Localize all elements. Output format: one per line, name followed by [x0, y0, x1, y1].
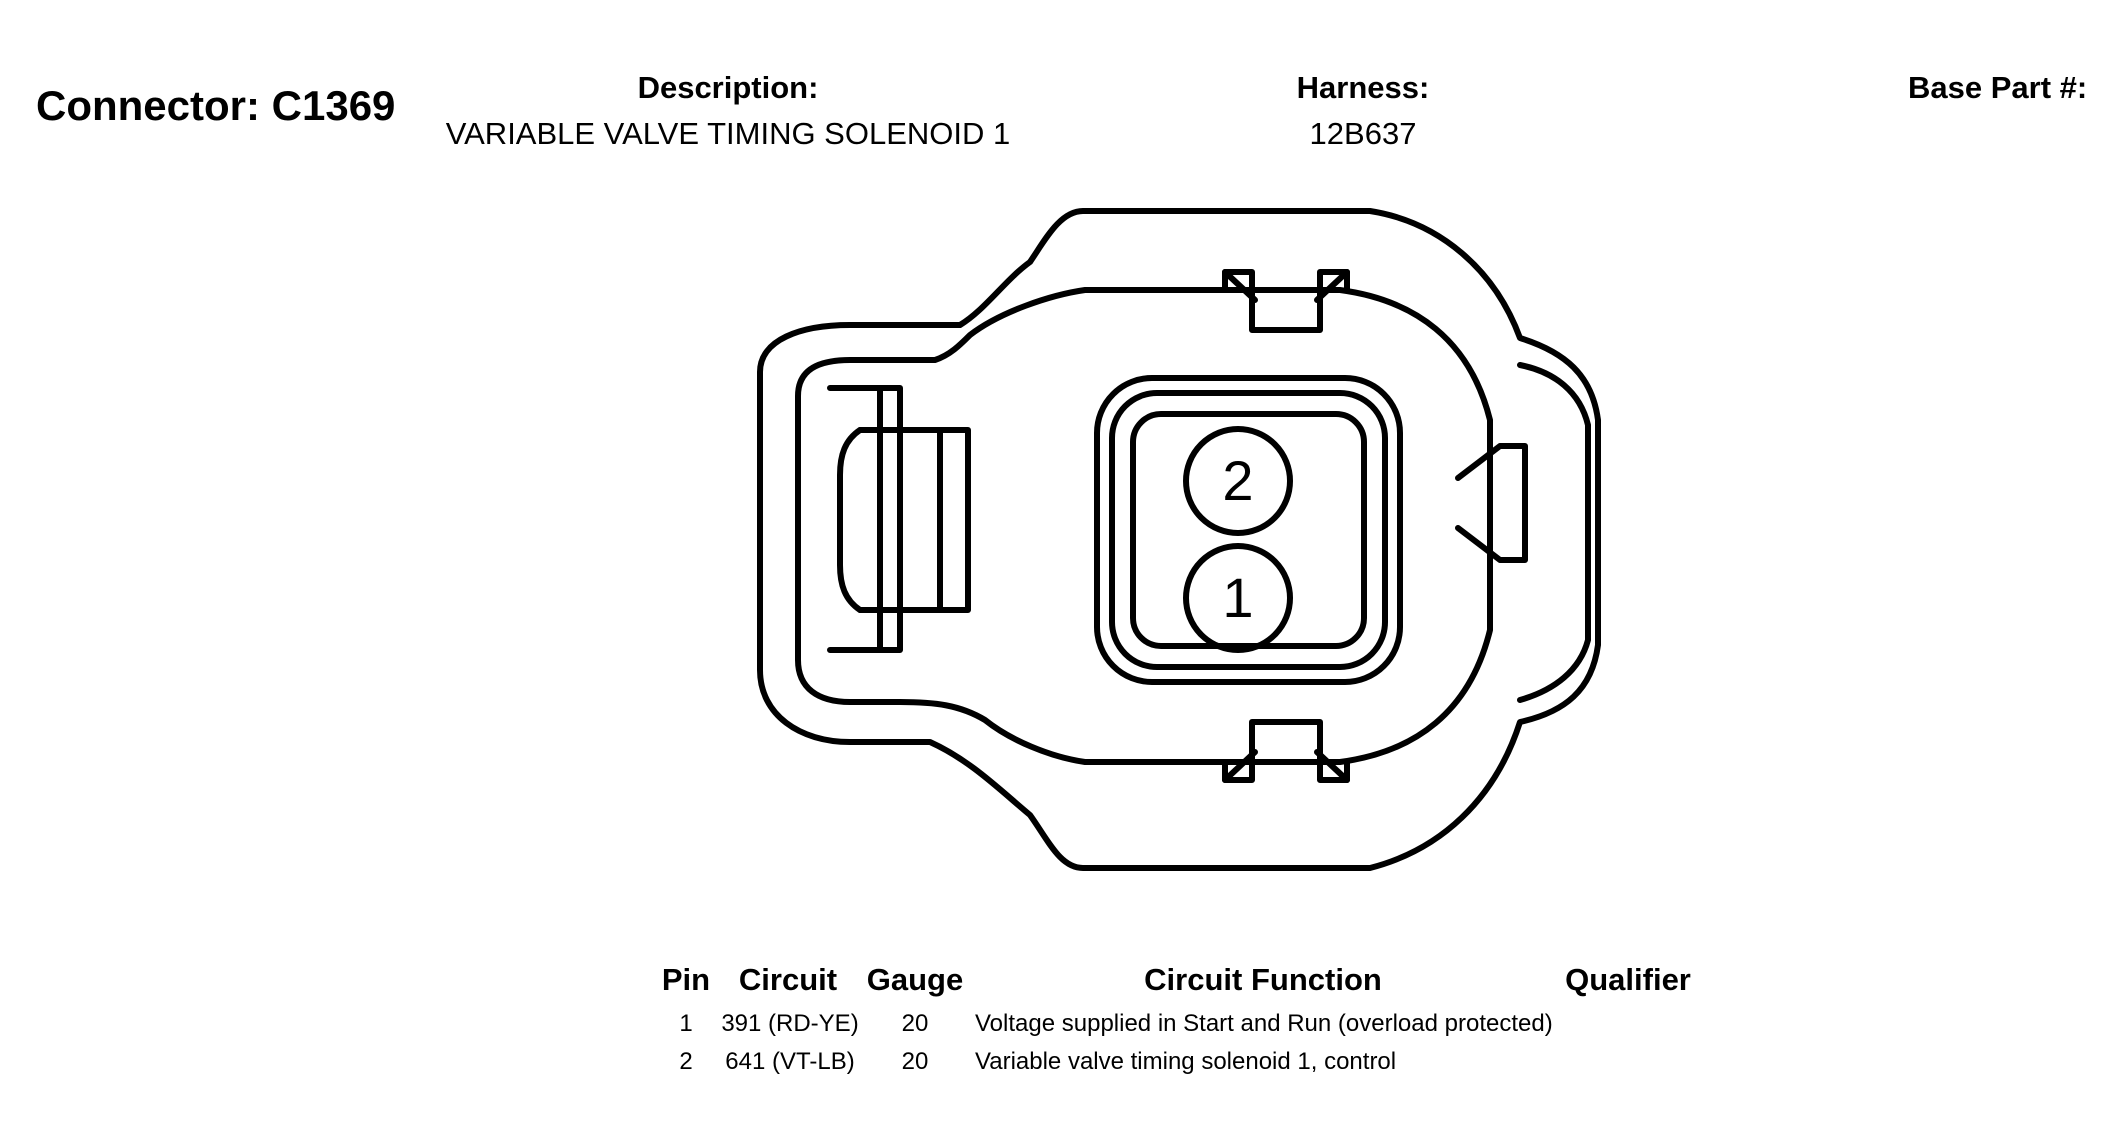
- description-label: Description:: [637, 70, 819, 105]
- pin-1-circle: [1183, 543, 1293, 653]
- terminal-cavity-middle: [1109, 390, 1388, 670]
- pin-1-label: 1: [1222, 566, 1253, 629]
- table-header-pin: Pin: [661, 962, 711, 997]
- table-row-2-function: Variable valve timing solenoid 1, contro…: [975, 1048, 1397, 1075]
- pin-2-label: 2: [1222, 449, 1253, 512]
- connector-inner-shell: [795, 287, 1493, 765]
- harness-value: 12B637: [1309, 116, 1417, 151]
- table-row-2-pin: 2: [679, 1048, 693, 1075]
- table-header-function: Circuit Function: [1144, 962, 1382, 997]
- right-latch: [1517, 362, 1591, 703]
- table-header-circuit: Circuit: [738, 962, 838, 997]
- harness-label: Harness:: [1296, 70, 1430, 105]
- table-row-2-circuit: 641 (VT-LB): [725, 1048, 855, 1075]
- table-row-2-gauge: 20: [901, 1048, 929, 1075]
- connector-outer-shell: [757, 208, 1601, 871]
- table-row-1-gauge: 20: [901, 1010, 929, 1037]
- table-row-1-pin: 1: [679, 1010, 693, 1037]
- table-header-qualifier: Qualifier: [1565, 962, 1691, 997]
- table-row-1-circuit: 391 (RD-YE): [721, 1010, 859, 1037]
- connector-title: Connector: C1369: [36, 82, 396, 129]
- description-value: VARIABLE VALVE TIMING SOLENOID 1: [445, 116, 1011, 151]
- top-key: [1222, 269, 1350, 333]
- left-lock: [827, 385, 903, 653]
- base-part-label: Base Part #:: [1908, 70, 2088, 105]
- bottom-key: [1222, 719, 1350, 783]
- table-header-gauge: Gauge: [866, 962, 964, 997]
- terminal-cavity-outer: [1094, 375, 1403, 685]
- table-row-1-function: Voltage supplied in Start and Run (overl…: [975, 1010, 1553, 1037]
- pin-2-circle: [1183, 426, 1293, 536]
